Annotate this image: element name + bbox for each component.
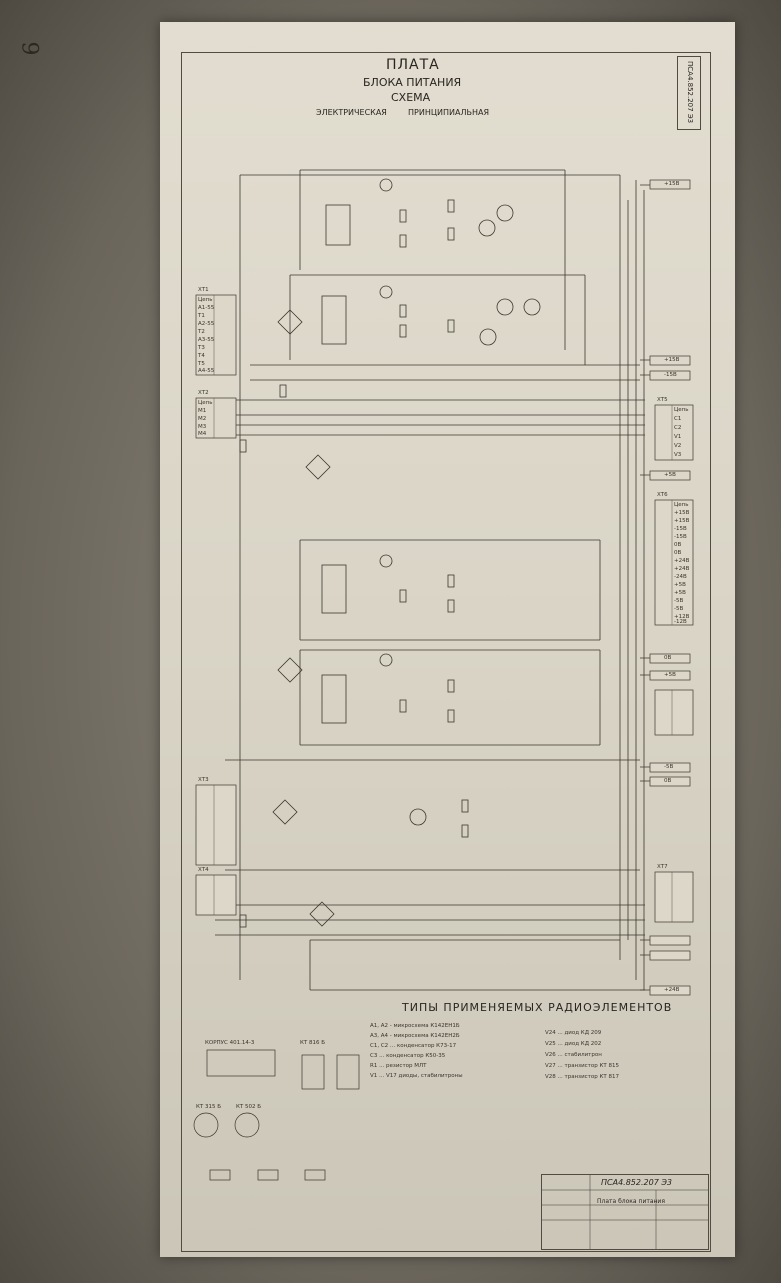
xt1-row: А2-55 — [198, 321, 215, 327]
title-line-4b: ПРИНЦИПИАЛЬНАЯ — [408, 108, 490, 117]
schematic-sheet — [160, 22, 735, 1257]
xt6-row: -15В — [674, 534, 687, 540]
xt1-row: Т2 — [198, 329, 205, 335]
drawing-frame — [181, 52, 711, 1252]
spec-line: А3, А4 - микросхема К142ЕН2Б — [370, 1033, 460, 1039]
spec-line-right: V24 ... диод КД 209 — [545, 1030, 602, 1036]
xt6-row: -15В — [674, 526, 687, 532]
connector-xt4-label: ХТ4 — [198, 867, 209, 873]
xt5-row: V1 — [674, 434, 682, 440]
xt6-row: -5В — [674, 598, 684, 604]
stamp-name: Плата блока питания — [597, 1198, 665, 1205]
xt2-row: М4 — [198, 431, 207, 437]
output-label: +15В — [664, 357, 680, 363]
xt6-row: +24В — [674, 566, 690, 572]
xt1-row: А3-55 — [198, 337, 215, 343]
spec-line-right: V27 ... транзистор КТ 815 — [545, 1063, 620, 1069]
connector-xt5-label: ХТ5 — [657, 397, 668, 403]
title-line-2: БЛОКА ПИТАНИЯ — [363, 76, 462, 89]
xt1-row: А1-55 — [198, 305, 215, 311]
spec-line: А1, А2 - микросхема К142ЕН1Б — [370, 1023, 460, 1029]
title-line-1: ПЛАТА — [386, 57, 440, 73]
spec-line: R1 ... резистор МЛТ — [370, 1063, 427, 1069]
xt6-row: +15В — [674, 518, 690, 524]
xt2-row: Цепь — [198, 400, 213, 406]
xt6-row: -12В — [674, 619, 687, 625]
xt2-row: М1 — [198, 408, 207, 414]
spec-line-right: V25 ... диод КД 202 — [545, 1041, 602, 1047]
connector-xt6-label: ХТ6 — [657, 492, 668, 498]
package-label: КОРПУС 401.14-3 — [205, 1040, 255, 1046]
title-block-stamp — [541, 1174, 709, 1250]
xt5-row: V2 — [674, 443, 682, 449]
xt6-row: +5В — [674, 582, 686, 588]
spec-line: С1, С2 ... конденсатор К73-17 — [370, 1043, 457, 1049]
xt5-row: С2 — [674, 425, 682, 431]
xt5-row: Цепь — [674, 407, 689, 413]
package-label: КТ 502 Б — [236, 1104, 262, 1110]
doc-code-box: ПСА4.852.207 Э3 — [677, 56, 701, 130]
output-label: 0В — [664, 778, 672, 784]
stamp-doc-code: ПСА4.852.207 Э3 — [601, 1178, 673, 1187]
xt5-row: V3 — [674, 452, 682, 458]
xt6-row: +24В — [674, 558, 690, 564]
xt1-row: Цепь — [198, 297, 213, 303]
title-line-3: СХЕМА — [391, 91, 431, 104]
xt1-row: Т3 — [198, 345, 205, 351]
xt2-row: М3 — [198, 424, 207, 430]
xt6-row: +12В — [674, 614, 690, 620]
output-label: -15В — [664, 372, 677, 378]
xt6-row: -24В — [674, 574, 687, 580]
package-label: КТ 315 Б — [196, 1104, 222, 1110]
xt2-row: М2 — [198, 416, 207, 422]
connector-xt1-label: ХТ1 — [198, 287, 209, 293]
title-line-4a: ЭЛЕКТРИЧЕСКАЯ — [316, 108, 387, 117]
output-label: +15В — [664, 181, 680, 187]
xt6-row: +15В — [674, 510, 690, 516]
xt1-row: Т1 — [198, 313, 205, 319]
xt6-row: 0В — [674, 550, 682, 556]
xt1-row: Т4 — [198, 353, 205, 359]
spec-line-right: V28 ... транзистор КТ 817 — [545, 1074, 620, 1080]
xt6-row: Цепь — [674, 502, 689, 508]
spec-line-right: V26 ... стабилитрон — [545, 1052, 602, 1058]
output-label: 0В — [664, 655, 672, 661]
output-label: -5В — [664, 764, 674, 770]
xt1-row: Т5 — [198, 361, 205, 367]
spec-line: V1 ... V17 диоды, стабилитроны — [370, 1073, 463, 1079]
output-label: +5В — [664, 472, 676, 478]
xt6-row: -5В — [674, 606, 684, 612]
spec-line: С3 ... конденсатор К50-35 — [370, 1053, 446, 1059]
xt5-row: С1 — [674, 416, 682, 422]
output-label: +24В — [664, 987, 680, 993]
xt1-row: А4-55 — [198, 368, 215, 374]
connector-xt3-label: ХТ3 — [198, 777, 209, 783]
types-heading: ТИПЫ ПРИМЕНЯЕМЫХ РАДИОЭЛЕМЕНТОВ — [402, 1001, 673, 1014]
package-label: КТ 816 Б — [300, 1040, 326, 1046]
output-label: +5В — [664, 672, 676, 678]
connector-xt7-label: ХТ7 — [657, 864, 668, 870]
xt6-row: 0В — [674, 542, 682, 548]
connector-xt2-label: ХТ2 — [198, 390, 209, 396]
xt6-row: +5В — [674, 590, 686, 596]
